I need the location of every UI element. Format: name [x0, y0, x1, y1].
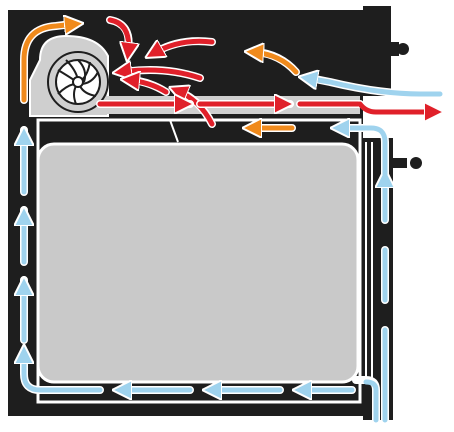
cool-air-flows — [24, 78, 444, 424]
cavity-divider — [169, 119, 179, 143]
cabinet-top-right — [355, 10, 365, 90]
warm-air-flows — [20, 24, 300, 128]
hot-air-flows — [96, 16, 444, 128]
oven-cavity-panel — [36, 142, 360, 384]
control-panel-box — [363, 6, 391, 96]
knob-upper-icon[interactable] — [391, 42, 409, 56]
knob-lower-icon[interactable] — [393, 157, 422, 169]
